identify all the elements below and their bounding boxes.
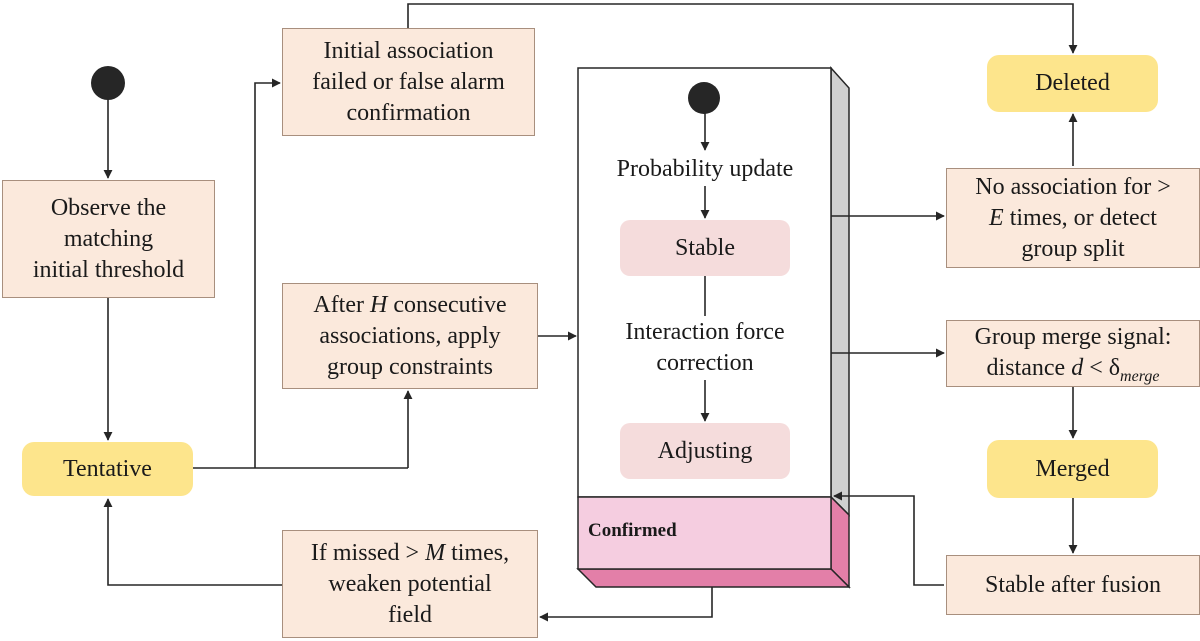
confirmed-start-node	[688, 82, 720, 114]
interaction-line-1: Interaction force	[625, 319, 785, 345]
adjusting-substate: Adjusting	[620, 423, 790, 479]
initial-failed-line-3: confirmation	[346, 99, 471, 126]
arrow-to-initial-failed	[254, 78, 281, 468]
arrow-stable-fusion-to-confirmed	[833, 491, 944, 586]
group-merge-signal-box: Group merge signal: distance d < δmerge	[946, 320, 1200, 387]
stable-substate: Stable	[620, 220, 790, 276]
initial-failed-line-2: failed or false alarm	[312, 68, 505, 95]
observe-line-2: matching	[63, 225, 154, 252]
stable-label: Stable	[675, 234, 735, 261]
adjusting-label: Adjusting	[657, 437, 753, 464]
probability-update-label: Probability update	[596, 152, 814, 186]
deleted-label: Deleted	[1035, 70, 1110, 96]
interaction-line-2: correction	[656, 350, 754, 376]
start-node	[91, 66, 125, 100]
missed-line-3: field	[388, 601, 432, 628]
observe-threshold-box: Observe the matching initial threshold	[2, 180, 215, 298]
confirmed-block-bottom	[576, 568, 851, 588]
arrow-initial-failed-to-deleted	[407, 3, 1078, 54]
merge-signal-line-1: Group merge signal:	[974, 323, 1172, 350]
confirmed-block-right-side	[830, 66, 850, 517]
observe-line-1: Observe the	[50, 194, 167, 221]
no-association-line-1: No association for >	[975, 173, 1171, 200]
confirmed-label: Confirmed	[588, 520, 677, 541]
arrow-confirmed-to-missed	[539, 587, 713, 622]
initial-failed-line-1: Initial association	[323, 37, 494, 64]
missed-line-2: weaken potential	[328, 570, 492, 597]
tentative-label: Tentative	[63, 455, 152, 482]
after-h-line-3: group constraints	[327, 353, 493, 380]
missed-line-1: If missed > M times,	[310, 539, 510, 566]
merged-state: Merged	[987, 440, 1158, 498]
deleted-state: Deleted	[987, 55, 1158, 112]
no-association-box: No association for > E times, or detect …	[946, 168, 1200, 268]
no-association-line-3: group split	[1021, 235, 1125, 262]
stable-after-fusion-box: Stable after fusion	[946, 555, 1200, 615]
arrow-missed-to-tentative	[103, 498, 282, 586]
tentative-state: Tentative	[22, 442, 193, 496]
after-h-line-1: After H consecutive	[313, 291, 507, 318]
merged-label: Merged	[1035, 455, 1110, 482]
interaction-force-label: Interaction force correction	[604, 316, 806, 380]
after-h-associations-box: After H consecutive associations, apply …	[282, 283, 538, 389]
confirmed-band-front	[577, 496, 832, 570]
initial-association-failed-box: Initial association failed or false alar…	[282, 28, 535, 136]
missed-weaken-box: If missed > M times, weaken potential fi…	[282, 530, 538, 638]
no-association-line-2: E times, or detect	[989, 204, 1157, 231]
observe-line-3: initial threshold	[32, 256, 185, 283]
merge-signal-line-2: distance d < δmerge	[986, 354, 1160, 385]
stable-after-fusion-label: Stable after fusion	[985, 571, 1161, 598]
after-h-line-2: associations, apply	[319, 322, 501, 349]
